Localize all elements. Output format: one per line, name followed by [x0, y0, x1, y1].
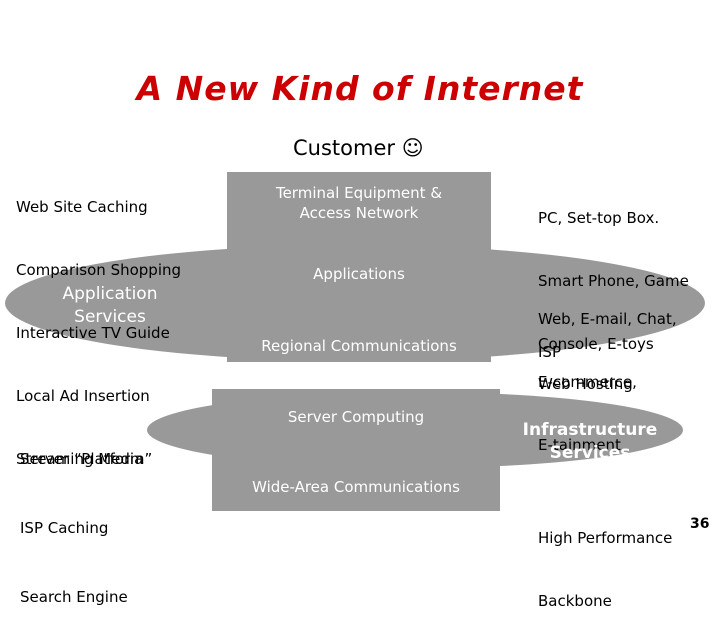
apps-line: Web, E-mail, Chat,	[538, 310, 677, 328]
application-services-line: Services	[74, 307, 146, 327]
devices-line: Smart Phone, Game	[538, 272, 689, 290]
list-item: Local Ad Insertion	[16, 387, 150, 405]
isp-label: ISP	[538, 343, 561, 361]
page-title: A New Kind of Internet	[136, 69, 584, 108]
list-item: Search Engine	[20, 588, 128, 606]
devices-line: PC, Set-top Box.	[538, 209, 660, 227]
list-item: Comparison Shopping	[16, 261, 182, 279]
backbone-label: High Performance Backbone	[538, 486, 672, 633]
application-services-label: Application Services	[40, 283, 180, 329]
smiley-icon: ☺	[401, 136, 424, 160]
application-services-list: Web Site Caching Comparison Shopping Int…	[16, 155, 181, 491]
regional-communications-label: Regional Communications	[261, 337, 457, 355]
list-item: Web Site Caching	[16, 198, 148, 216]
web-hosting-label: Web Hosting	[538, 375, 633, 393]
list-item: Interactive TV Guide	[16, 324, 170, 342]
devices-list: PC, Set-top Box. Smart Phone, Game Conso…	[538, 166, 689, 376]
list-item: ISP Caching	[20, 519, 109, 537]
layer-gap-1	[227, 230, 491, 248]
infrastructure-services-label: Infrastructure Services	[500, 419, 680, 465]
backbone-line: Backbone	[538, 592, 612, 610]
wide-area-communications-label: Wide-Area Communications	[252, 478, 460, 496]
terminal-line: Access Network	[299, 204, 419, 222]
application-services-line: Application	[62, 284, 158, 304]
infrastructure-services-line: Services	[549, 443, 631, 463]
infrastructure-list: Server “Platform” ISP Caching Search Eng…	[20, 402, 152, 632]
customer-stack-box	[227, 172, 491, 362]
server-computing-label: Server Computing	[287, 408, 425, 426]
list-item: Server “Platform”	[20, 450, 153, 468]
diagram-shapes	[5, 172, 705, 511]
apps-line: E-commerce,	[538, 373, 637, 391]
apps-line: E-tainment	[538, 436, 621, 454]
backbone-line: High Performance	[538, 529, 673, 547]
customer-label: Customer ☺	[293, 136, 424, 160]
applications-label: Applications	[313, 265, 405, 283]
terminal-line: Terminal Equipment &	[275, 184, 443, 202]
applications-list: Web, E-mail, Chat, E-commerce, E-tainmen…	[538, 267, 677, 477]
customer-text: Customer	[293, 136, 396, 160]
page-number: 36	[690, 516, 710, 532]
list-item: Streaming Media	[16, 450, 144, 468]
infrastructure-services-line: Infrastructure	[522, 420, 658, 440]
terminal-equipment-label: Terminal Equipment & Access Network	[227, 183, 491, 223]
devices-line: Console, E-toys	[538, 335, 654, 353]
server-stack-box	[212, 389, 500, 511]
